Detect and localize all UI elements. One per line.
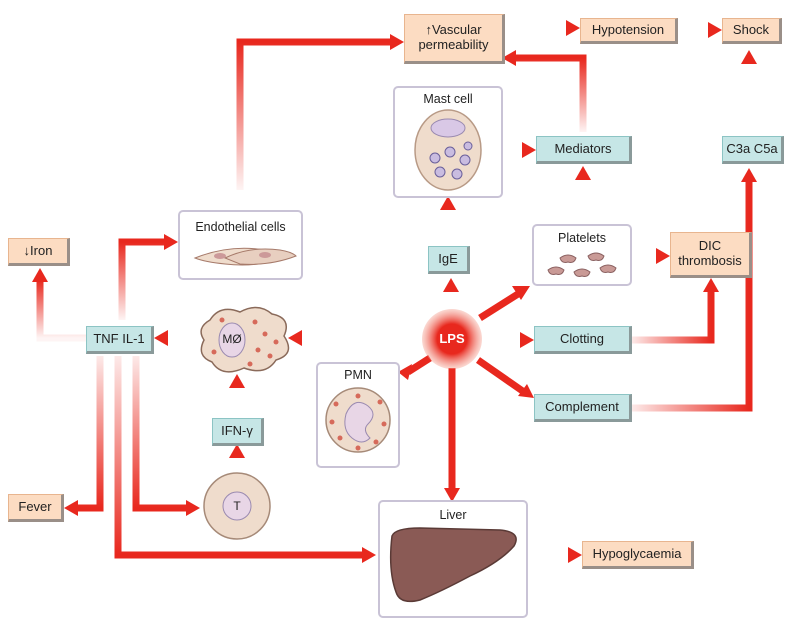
- macrophage-cell: [200, 306, 290, 373]
- arrow-complement-to-c3a: [632, 180, 753, 412]
- t-cell-label: T: [233, 499, 241, 514]
- arrow-mast-to-mediators-head: [522, 142, 536, 158]
- arrow-tcell-to-ifn-head: [229, 444, 245, 458]
- arrow-tnf-to-liver: [114, 356, 364, 559]
- ifn-gamma-box: IFN-γ: [212, 418, 264, 446]
- arrow-tnf-to-iron-head: [32, 268, 48, 282]
- arrow-macrophage-to-tnf-head: [154, 330, 168, 346]
- macrophage-granules: [211, 317, 279, 367]
- lps-circle: [422, 309, 482, 369]
- arrow-lps-to-complement-head: [518, 384, 534, 398]
- endothelial-title: Endothelial cells: [195, 220, 286, 234]
- arrow-ige-to-mast-head: [440, 196, 456, 210]
- arrow-mediators-to-vascular: [514, 54, 587, 132]
- arrow-vascular-to-hypotension-head: [566, 20, 580, 36]
- arrow-lps-to-complement: [476, 357, 526, 395]
- arrow-tnf-to-liver-head: [362, 547, 376, 563]
- arrow-lps-to-platelets: [478, 291, 520, 321]
- arrow-lps-to-platelets-head: [512, 286, 530, 300]
- arrow-platelets-to-dic-head: [656, 248, 670, 264]
- arrow-clotting-to-dic: [632, 290, 715, 344]
- arrow-complement-to-c3a-head: [741, 168, 757, 182]
- arrow-lps-to-ige-head: [443, 278, 459, 292]
- c3a-c5a-box: C3a C5a: [722, 136, 784, 164]
- liver-title: Liver: [439, 508, 467, 522]
- arrow-platelets-to-mediators-head: [575, 166, 591, 180]
- ige-box: IgE: [428, 246, 470, 274]
- lps-label: LPS: [439, 330, 465, 346]
- liver-panel: Liver: [378, 500, 528, 618]
- arrow-lps-to-liver-head: [444, 488, 460, 502]
- shock-box: Shock: [722, 18, 782, 44]
- fever-box: Fever: [8, 494, 64, 522]
- arrow-lps-to-pmn: [406, 355, 432, 375]
- complement-box: Complement: [534, 394, 632, 422]
- hypoglycaemia-box: Hypoglycaemia: [582, 541, 694, 569]
- arrow-tnf-to-fever-head: [64, 500, 78, 516]
- arrow-liver-to-hypoglycaemia-head: [568, 547, 582, 563]
- mast-cell-panel: Mast cell: [393, 86, 503, 198]
- arrow-tnf-to-endothelial-head: [164, 234, 178, 250]
- arrow-endothelial-to-vascular: [236, 38, 392, 190]
- mediators-box: Mediators: [536, 136, 632, 164]
- arrow-tnf-to-fever: [76, 356, 104, 512]
- arrow-lps-to-pmn-head: [398, 364, 412, 380]
- arrow-tnf-to-tcell: [132, 356, 188, 512]
- iron-box: ↓Iron: [8, 238, 70, 266]
- endothelial-panel: Endothelial cells: [178, 210, 303, 280]
- hypotension-box: Hypotension: [580, 18, 678, 44]
- arrow-tnf-to-endothelial: [118, 238, 166, 320]
- platelets-title: Platelets: [558, 231, 606, 245]
- arrow-lps-to-clotting-head: [520, 332, 534, 348]
- mast-cell-title: Mast cell: [423, 92, 473, 106]
- t-cell: [203, 472, 271, 540]
- pmn-panel: PMN: [316, 362, 400, 468]
- arrow-ifn-to-macrophage-head: [229, 374, 245, 388]
- macrophage-label: MØ: [222, 332, 242, 347]
- arrow-clotting-to-dic-head: [703, 278, 719, 292]
- arrow-c3a-to-shock-head: [741, 50, 757, 64]
- platelets-panel: Platelets: [532, 224, 632, 286]
- arrow-tnf-to-iron: [36, 280, 86, 342]
- arrow-tnf-to-tcell-head: [186, 500, 200, 516]
- pmn-title: PMN: [344, 368, 372, 382]
- dic-thrombosis-box: DIC thrombosis: [670, 232, 752, 278]
- arrow-lps-to-macrophage-head: [288, 330, 302, 346]
- arrow-endothelial-to-vascular-head: [390, 34, 404, 50]
- tnf-il1-box: TNF IL-1: [86, 326, 154, 354]
- vascular-permeability-box: ↑Vascular permeability: [404, 14, 505, 64]
- clotting-box: Clotting: [534, 326, 632, 354]
- arrow-mediators-to-vascular-head: [502, 50, 516, 66]
- arrow-hypotension-to-shock-head: [708, 22, 722, 38]
